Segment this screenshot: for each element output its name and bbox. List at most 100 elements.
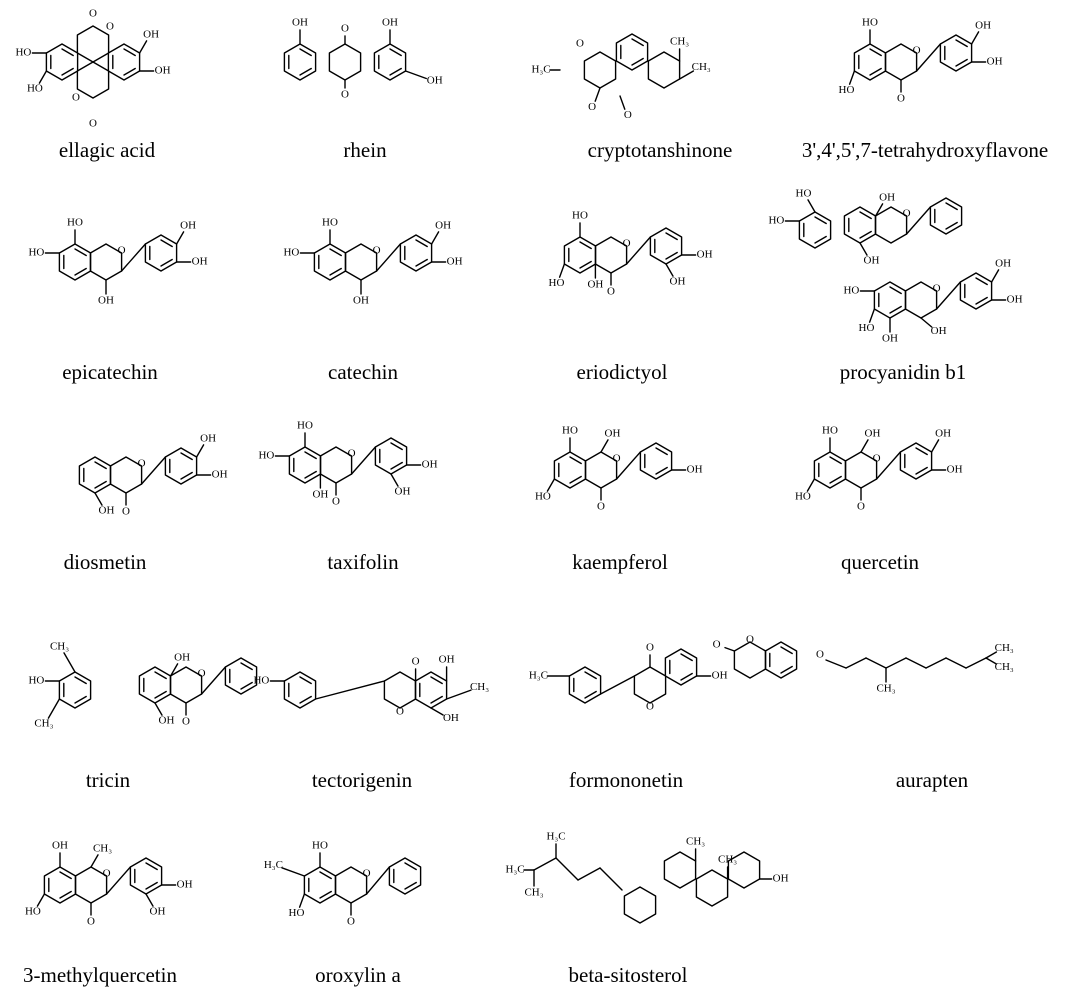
epicatechin-oh-5-bond	[175, 231, 185, 245]
formo-link-bond	[599, 675, 636, 695]
rhein-c-double-bond	[389, 48, 402, 57]
rhein-oh-1-label: OH	[292, 17, 308, 29]
diosmetin-ring-oxygen: O	[138, 458, 146, 470]
aurap-chain-bond	[865, 657, 887, 669]
tecto-oh-2-label: OH	[439, 654, 455, 666]
catechin-oh-2-label: HO	[283, 247, 299, 259]
catechin-oh-3-label: OH	[353, 295, 369, 307]
diosmetin-oh-2-bond	[195, 444, 205, 458]
catechin-ring-b-double-bond	[415, 258, 428, 267]
epicatechin-oh-2-label: HO	[28, 247, 44, 259]
sito-chain-bond	[599, 867, 623, 891]
ellagic-oh-2-bond	[38, 70, 48, 84]
tricin-oh-1-label: OH	[174, 651, 190, 663]
caption-eriodictyol: eriodictyol	[576, 360, 668, 384]
quercetin-link-bond	[875, 451, 902, 480]
aurap-chain-bond	[845, 657, 867, 669]
thf-oh-3-bond	[970, 31, 980, 45]
crypto-methyl-3-label: CH₃	[692, 61, 711, 73]
epicatechin-ring-b-double-bond	[160, 239, 173, 248]
oroxy-ring-a-double-bond	[319, 871, 332, 880]
eriodictyol-ring-b-double-bond	[665, 232, 678, 241]
kaempferol-ring-b-double-bond	[655, 466, 668, 475]
taxifolin-ring-a-double-bond	[304, 451, 317, 460]
tricin-methoxy-2-bond	[47, 698, 61, 719]
sito-chain-bond	[555, 857, 579, 881]
kaempferol-carbonyl-oxygen-label: O	[597, 501, 605, 513]
aurap-ring-b-double-bond	[780, 665, 793, 674]
caption-tetrahydroxyflavone: 3',4',5',7-tetrahydroxyflavone	[801, 138, 1049, 162]
tecto-phenol-double-bond	[299, 676, 312, 685]
ellagic-oh-3-label: OH	[143, 28, 159, 40]
quercetin-oh-3-label: OH	[865, 427, 881, 439]
sito-methyl-3-label: H₃C	[546, 831, 565, 843]
eriodictyol-oh-4-bond	[665, 263, 674, 277]
eriodictyol-link-bond	[625, 236, 652, 265]
pcb-lower-oh-9-bond	[990, 269, 1000, 283]
quercetin-ring-a-double-bond	[829, 456, 842, 465]
crypto-furan-o: O	[576, 38, 584, 50]
eriodictyol-oh-2-bond	[558, 263, 566, 278]
catechin-ring-b-double-bond	[415, 239, 428, 248]
aurap-methyl-3-bond	[985, 657, 998, 665]
caption-aurapten: aurapten	[895, 768, 969, 792]
caption-taxifolin: taxifolin	[327, 550, 399, 574]
pcb-catechol-1-double-bond	[814, 235, 827, 244]
caption-catechin: catechin	[328, 360, 398, 384]
quercetin-oh-4-label: OH	[947, 464, 963, 476]
oroxy-ring-b-double-bond	[404, 862, 417, 871]
pcb-lower-oh-6-bond	[868, 308, 876, 323]
thf-oh-4-label: OH	[987, 56, 1003, 68]
thf-oh-2-label: HO	[839, 84, 855, 96]
aurap-chain-bond	[905, 657, 927, 669]
thf-oh-3-label: OH	[975, 19, 991, 31]
eriodictyol-ring-oxygen: O	[623, 238, 631, 250]
catechin-oh-5-label: OH	[435, 219, 451, 231]
crypto-methyl-2-label: CH₃	[670, 36, 689, 48]
eriodictyol-ring-a-double-bond	[579, 241, 592, 250]
catechin-oh-5-bond	[430, 231, 440, 245]
oroxy-methoxy-label: H₃C	[264, 859, 283, 871]
tecto-oh-3-label: OH	[443, 712, 459, 724]
rhein-oxo-top-label: O	[341, 23, 349, 35]
kaempferol-oh-2-label: HO	[535, 491, 551, 503]
taxifolin-oh-1-label: HO	[297, 420, 313, 432]
formo-oh-1-label: OH	[712, 670, 728, 682]
oroxy-ring-a-double-bond	[319, 890, 332, 899]
sito-chain-bond	[577, 867, 601, 881]
quercetin-oh-3-bond	[860, 439, 869, 453]
crypto-c-ring	[647, 51, 681, 89]
pcb-oh-3-label: HO	[768, 215, 784, 227]
crypto-b-double-bond	[631, 57, 644, 66]
tecto-oh-3-bond	[430, 707, 444, 716]
eriodictyol-oh-1-label: HO	[572, 210, 588, 222]
tecto-link-bond	[314, 680, 386, 700]
pcb-upper-oh-2-label: OH	[864, 255, 880, 267]
mq-oh-3-label: OH	[150, 906, 166, 918]
crypto-methyl-1-label: H₃C	[531, 64, 550, 76]
tricin-ring-a-double-bond	[154, 671, 167, 680]
sito-ring-d-ring	[727, 851, 761, 889]
pcb-upper-ring-b-double-bond	[945, 221, 958, 230]
aurap-chain-bond	[945, 657, 967, 669]
ellagic-oh-2-label: HO	[27, 83, 43, 95]
sito-methyl-2-label: CH₃	[718, 854, 737, 866]
diosmetin-link-bond	[140, 456, 167, 485]
diosmetin-oh-3-bond	[94, 492, 103, 506]
ellagic-d-ring	[76, 61, 110, 99]
mq-ring-oxygen: O	[103, 868, 111, 880]
diosmetin-carbonyl-oxygen-label: O	[122, 506, 130, 518]
mq-methoxy-label: CH₃	[93, 842, 112, 854]
sito-oh-label: OH	[773, 873, 789, 885]
kaempferol-oh-3-label: OH	[605, 427, 621, 439]
quercetin-ring-oxygen: O	[873, 453, 881, 465]
rhein-a-double-bond	[299, 67, 312, 76]
thf-carbonyl-oxygen-label: O	[897, 93, 905, 105]
kaempferol-oh-4-label: OH	[687, 464, 703, 476]
catechin-link-bond	[375, 243, 402, 272]
formo-methoxy-label: H₃C	[529, 670, 548, 682]
tricin-ring-b-sub-double-bond	[74, 695, 87, 704]
ellagic-b-double-bond	[123, 48, 136, 57]
caption-ellagic-acid: ellagic acid	[58, 138, 156, 162]
rhein-carboxyl-bond	[404, 70, 427, 80]
